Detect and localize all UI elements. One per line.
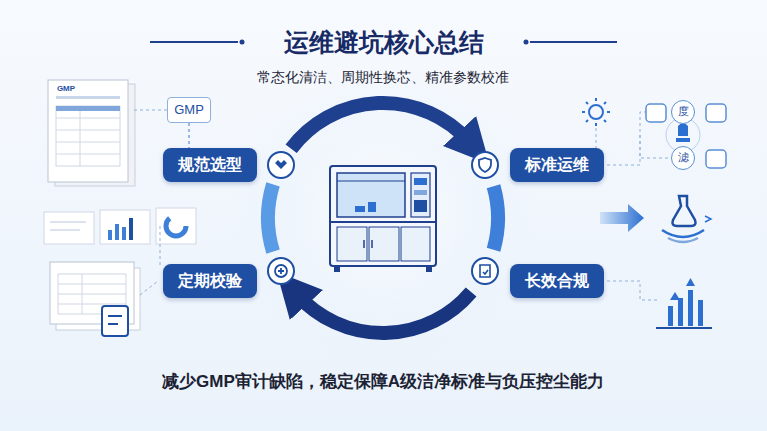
pill-label: 规范选型 [163, 148, 257, 182]
flask-icon [662, 196, 711, 242]
growth-icon [656, 278, 712, 328]
biosafety-cabinet [330, 166, 436, 272]
ring-icon [268, 258, 294, 284]
ring-icon [472, 152, 498, 178]
flow-arrow [600, 204, 644, 232]
report-icon [50, 262, 140, 336]
ring-arc [268, 184, 273, 251]
document-icon [48, 80, 135, 186]
cycle-ring [268, 103, 498, 333]
node-text: 规范选型 [178, 155, 242, 174]
tag-box: GMP [167, 97, 211, 123]
dashed-connector [188, 123, 189, 148]
icon-circle: 滤 [671, 146, 695, 170]
pill-label: 长效合规 [510, 264, 604, 298]
ring-icon [268, 152, 294, 178]
caption: 减少GMP审计缺陷，稳定保障A级洁净标准与负压控尘能力 [162, 370, 604, 393]
subtitle: 常态化清洁、周期性换芯、精准参数校准 [257, 69, 509, 87]
title-rule [530, 41, 617, 43]
icon-circle: 度 [671, 100, 695, 124]
pill-label: 定期校验 [163, 264, 257, 298]
sun-icon [582, 98, 610, 126]
pill-label: 标准运维 [510, 148, 604, 182]
leader-line [134, 110, 668, 300]
node-text: 定期校验 [178, 271, 242, 290]
node-text: GMP [174, 102, 204, 118]
title: 运维避坑核心总结 [284, 26, 484, 59]
ring-arc [494, 186, 498, 249]
node-text: 滤 [678, 151, 689, 164]
title-rule [150, 41, 238, 43]
device-icon [646, 104, 726, 168]
doc-heading: GMP [57, 84, 75, 93]
chart-cards [44, 208, 196, 244]
node-text: 标准运维 [525, 155, 589, 174]
node-text: 度 [678, 105, 689, 118]
ring-icon [472, 258, 498, 284]
ring-arc [298, 292, 472, 333]
ring-arc [291, 103, 468, 149]
node-text: 长效合规 [525, 271, 589, 290]
